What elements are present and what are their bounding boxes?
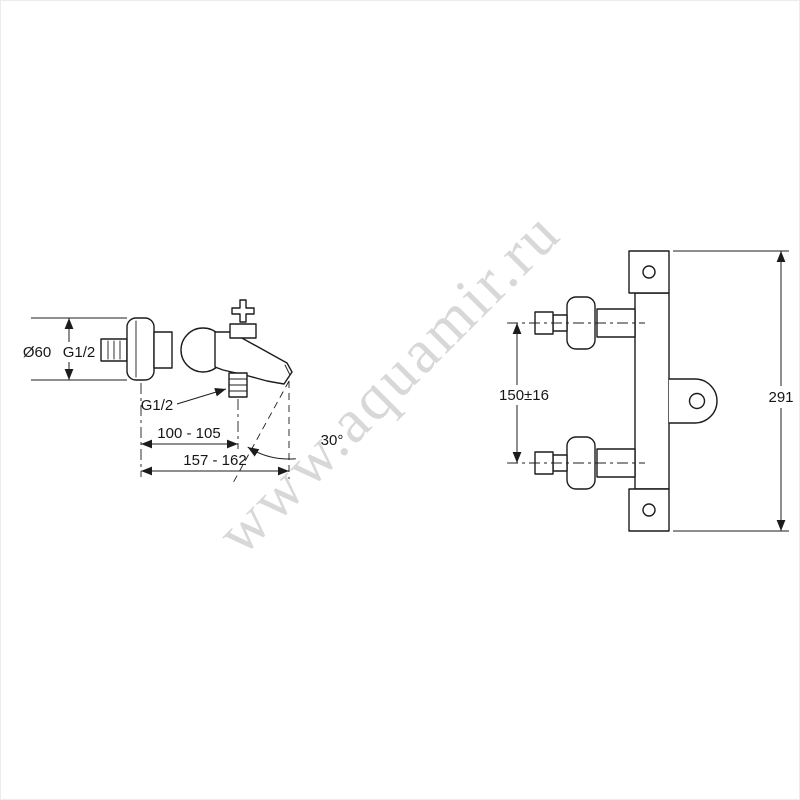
dimension-total-height: 291 [673,250,794,532]
front-centerlines [507,322,645,464]
depth-outlet-label: 100 - 105 [157,425,220,442]
dimension-depth-spout: 157 - 162 [141,452,289,476]
mixer-body [634,292,670,490]
outlet-tab [668,378,718,424]
handshower-thread-label: G1/2 [141,397,174,414]
dimension-flange: Ø60 G1/2 [23,317,127,381]
inlet-spacing-label: 150±16 [499,387,549,404]
mounting-plate-bottom [628,488,670,532]
watermark-text: www.aquamir.ru [204,198,574,568]
total-height-label: 291 [768,389,793,406]
spout [214,331,293,385]
wall-flange [100,317,173,381]
inlet-thread-label: G1/2 [63,344,96,361]
flange-diameter-label: Ø60 [23,344,51,361]
front-view: 150±16 291 [499,250,794,532]
depth-spout-label: 157 - 162 [183,452,246,469]
dimension-inlet-spacing: 150±16 [499,323,549,463]
dimension-depth-outlet: 100 - 105 [141,425,238,449]
side-view: Ø60 G1/2 G1/2 100 - 105 157 - 162 [23,299,344,484]
spout-angle-label: 30° [321,432,344,449]
diverter-knob [229,299,257,339]
dimension-handshower-thread: G1/2 [141,388,227,414]
handshower-outlet [228,372,248,398]
mounting-plate-top [628,250,670,294]
dimension-spout-angle: 30° [232,380,344,484]
side-centerlines [140,383,239,477]
